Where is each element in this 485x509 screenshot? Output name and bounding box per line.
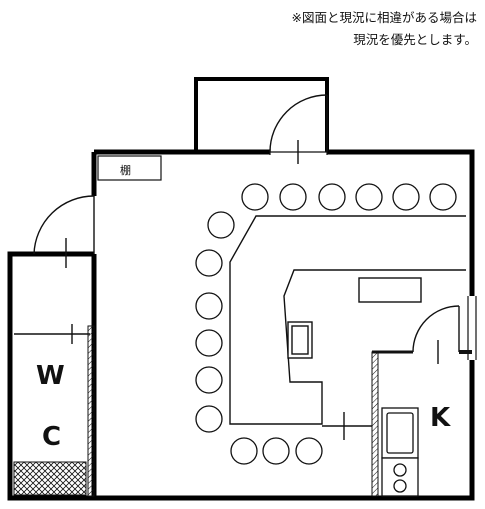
stool bbox=[318, 183, 346, 211]
stool bbox=[279, 183, 307, 211]
stool bbox=[392, 183, 420, 211]
bar-counter bbox=[229, 215, 466, 440]
disclaimer-line-2: 現況を優先とします。 bbox=[353, 32, 477, 47]
stool bbox=[241, 183, 269, 211]
toilet-label-c: C bbox=[42, 422, 61, 452]
stool bbox=[195, 329, 223, 357]
kitchen-stove bbox=[381, 457, 419, 497]
door-toilet bbox=[14, 324, 90, 344]
door-entrance bbox=[269, 94, 328, 164]
door-kitchen bbox=[412, 305, 472, 364]
toilet-label-w: W bbox=[36, 361, 65, 391]
stool bbox=[295, 437, 323, 465]
kitchen-partition bbox=[371, 350, 413, 497]
stool bbox=[195, 405, 223, 433]
kitchen-label: K bbox=[430, 403, 451, 433]
stool bbox=[195, 366, 223, 394]
stool bbox=[195, 292, 223, 320]
stool bbox=[355, 183, 383, 211]
stool bbox=[195, 249, 223, 277]
stools bbox=[195, 183, 457, 465]
shelf: 棚 bbox=[97, 155, 162, 181]
kitchen-sink bbox=[381, 407, 419, 459]
disclaimer-line-1: ※図面と現況に相違がある場合は bbox=[291, 10, 477, 25]
stool bbox=[429, 183, 457, 211]
toilet-partition bbox=[13, 325, 95, 497]
door-side-room bbox=[33, 195, 95, 268]
stool bbox=[262, 437, 290, 465]
stool bbox=[207, 211, 235, 239]
stool bbox=[230, 437, 258, 465]
shelf-label: 棚 bbox=[120, 163, 131, 177]
